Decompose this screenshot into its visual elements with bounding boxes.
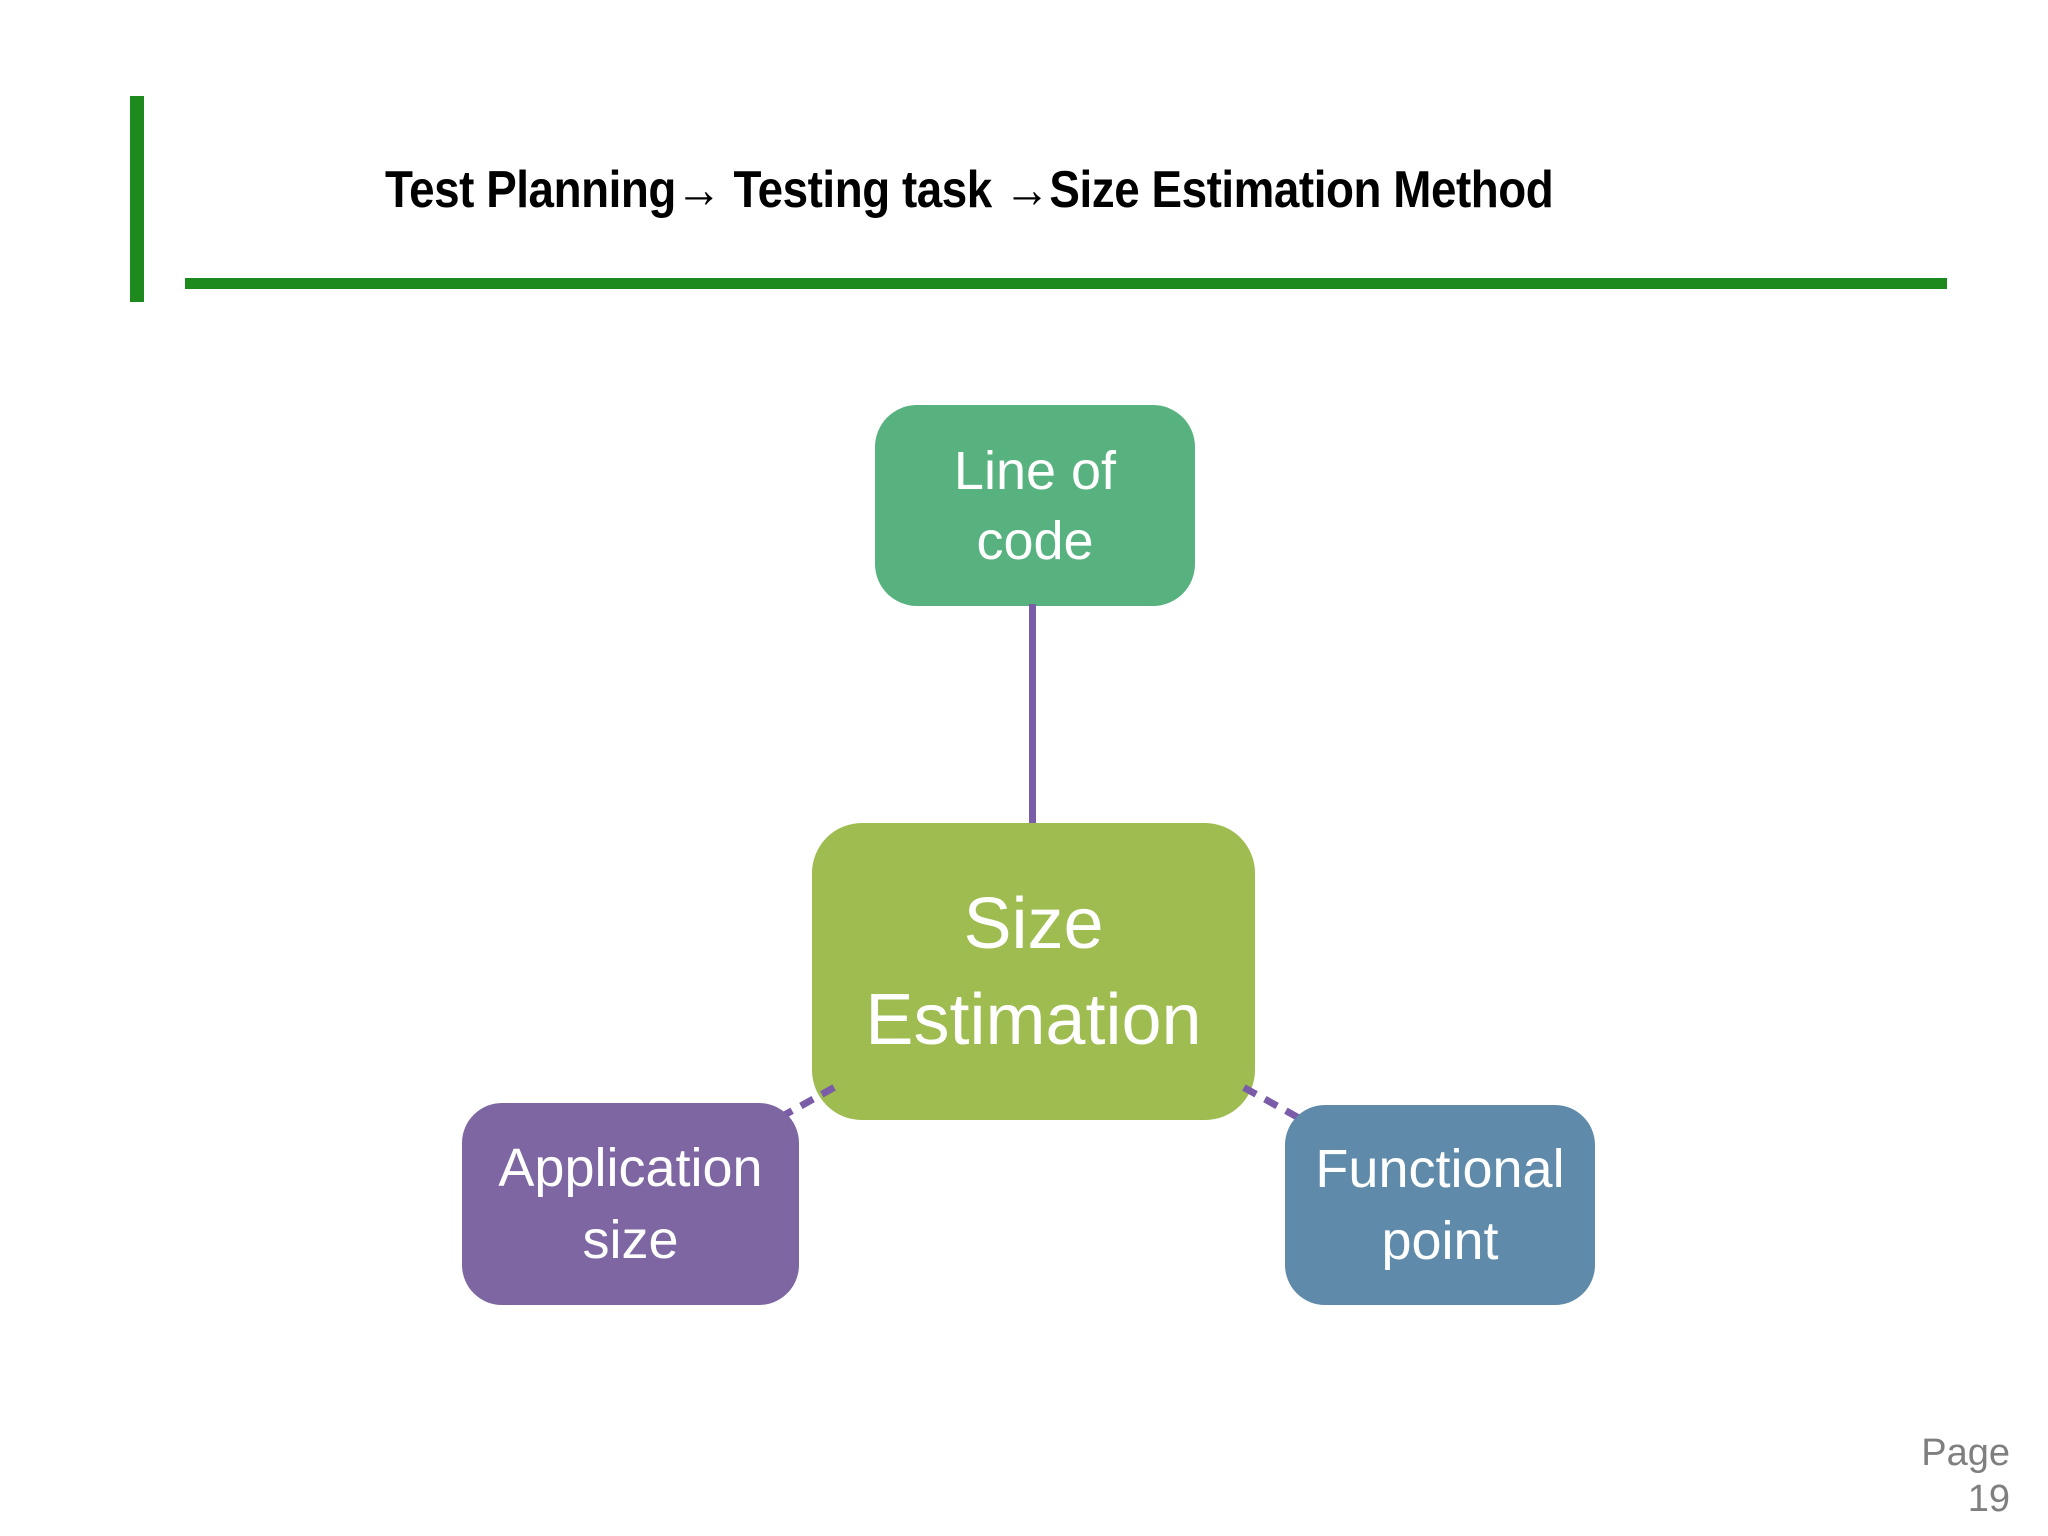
connector-line-of-code-to-center: [1029, 604, 1036, 824]
slide-title: Test Planning→ Testing task →Size Estima…: [385, 161, 1554, 219]
page-footer: Page 19: [1921, 1430, 2010, 1522]
page-number: 19: [1967, 1478, 2010, 1520]
title-accent-vertical-bar: [130, 96, 144, 302]
title-underline-rule: [185, 278, 1947, 289]
page-label: Page: [1921, 1432, 2010, 1474]
diagram-node-application-size: Application size: [462, 1103, 799, 1305]
diagram-node-line-of-code: Line of code: [875, 405, 1195, 606]
connector-center-to-functional-point: [1242, 1084, 1300, 1121]
diagram-node-functional-point: Functional point: [1285, 1105, 1595, 1305]
diagram-node-size-estimation: Size Estimation: [812, 823, 1255, 1120]
